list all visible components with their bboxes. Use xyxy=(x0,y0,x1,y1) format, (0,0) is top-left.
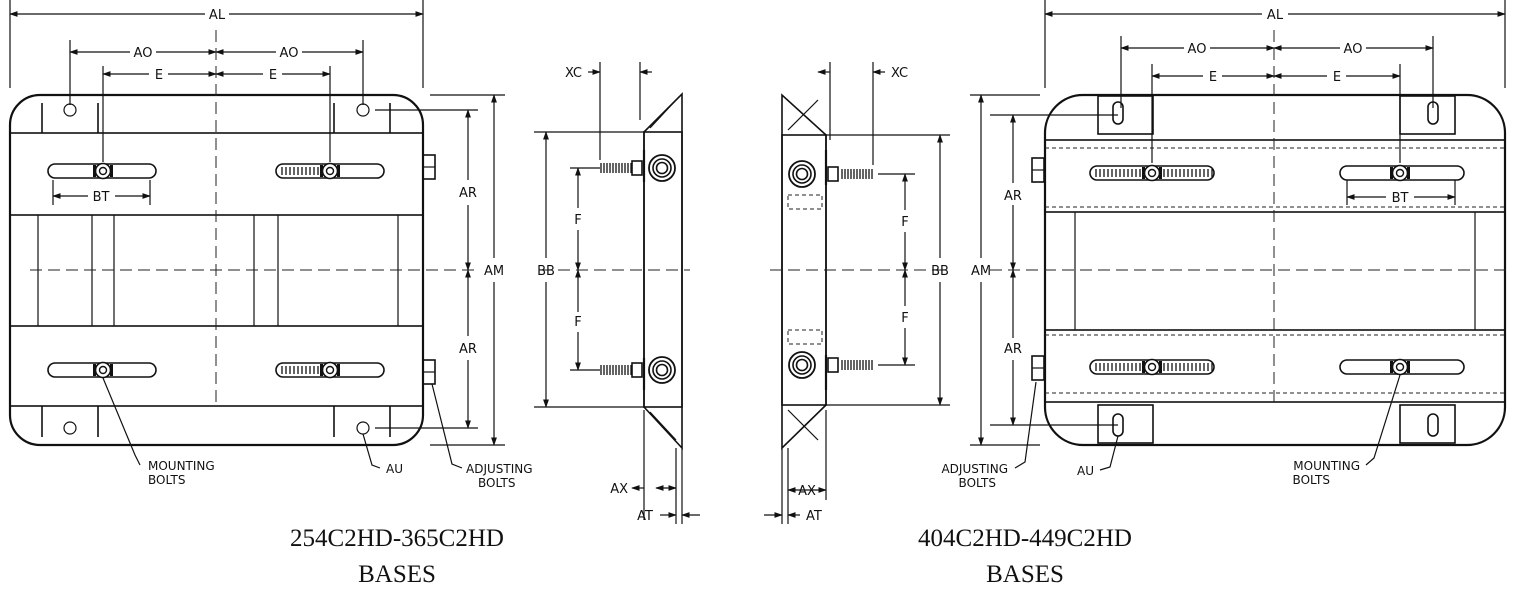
right-plan-dimensions: AL AO AO E E BT AR AR AM xyxy=(941,0,1506,490)
dim-label-al: AL xyxy=(209,8,226,23)
dim-label-ar: AR xyxy=(459,186,477,201)
right-side-bolt-head xyxy=(788,160,816,188)
dim-label-am: AM xyxy=(484,264,504,279)
svg-text:BOLTS: BOLTS xyxy=(1293,473,1330,487)
dim-label-ar: AR xyxy=(1004,189,1022,204)
dim-label-am: AM xyxy=(971,264,991,279)
dim-label-ax: AX xyxy=(610,482,628,497)
note-mounting-bolts: MOUNTING xyxy=(148,459,215,473)
dim-label-ar: AR xyxy=(1004,342,1022,357)
dim-label-f: F xyxy=(901,215,908,230)
dim-label-ao: AO xyxy=(280,46,299,61)
right-side-bolt-head xyxy=(788,351,816,379)
right-mounting-pad xyxy=(1097,404,1154,444)
right-mounting-bolt-nut xyxy=(1141,164,1163,182)
dim-label-ao: AO xyxy=(134,46,153,61)
right-mounting-bolt-nut xyxy=(1141,358,1163,376)
dim-label-e: E xyxy=(269,68,277,83)
dim-label-xc: XC xyxy=(565,66,582,81)
dim-label-ar: AR xyxy=(459,342,477,357)
left-side-view: XC BB F F AX AT xyxy=(534,62,700,524)
note-au: AU xyxy=(1077,464,1094,478)
left-side-rail xyxy=(643,131,683,408)
note-mounting-bolts: MOUNTING xyxy=(1293,459,1360,473)
right-plan-view xyxy=(990,30,1510,447)
dim-label-bt: BT xyxy=(1392,191,1409,206)
right-base-outline xyxy=(1043,93,1507,447)
left-mounting-bolt-nut xyxy=(319,162,341,180)
left-mounting-hole xyxy=(356,421,370,435)
dim-label-ao: AO xyxy=(1188,42,1207,57)
dim-label-e: E xyxy=(1333,70,1341,85)
left-adjusting-stud xyxy=(600,162,632,174)
dim-label-bb: BB xyxy=(931,264,949,279)
dim-label-f: F xyxy=(901,311,908,326)
left-mounting-bolt-nut xyxy=(92,361,114,379)
right-mounting-pad xyxy=(1399,404,1456,444)
right-bottom-rail xyxy=(1044,329,1506,403)
svg-text:BOLTS: BOLTS xyxy=(148,473,185,487)
dim-label-at: AT xyxy=(806,509,822,524)
dim-label-ax: AX xyxy=(798,484,816,499)
dim-label-bb: BB xyxy=(537,264,555,279)
left-mounting-hole xyxy=(356,103,370,117)
right-mounting-bolt-nut xyxy=(1389,164,1411,182)
right-top-rail xyxy=(1044,139,1506,213)
left-plan-view xyxy=(8,30,480,447)
left-mounting-hole xyxy=(63,103,77,117)
left-mounting-bolt-nut xyxy=(92,162,114,180)
left-side-bolt-head xyxy=(648,154,676,182)
left-plan-dimensions: AL AO AO E E BT AR AR AM xyxy=(9,0,533,490)
dim-label-bt: BT xyxy=(93,190,110,205)
dim-label-f: F xyxy=(574,315,581,330)
right-adjusting-stud xyxy=(841,168,873,180)
svg-text:BOLTS: BOLTS xyxy=(959,476,996,490)
right-side-view: XC BB F F AX AT xyxy=(764,62,950,524)
note-au: AU xyxy=(386,462,403,476)
left-mounting-hole xyxy=(63,421,77,435)
dim-label-xc: XC xyxy=(891,66,908,81)
right-caption-model-range: 404C2HD-449C2HD xyxy=(918,525,1132,552)
left-caption-model-range: 254C2HD-365C2HD xyxy=(290,525,504,552)
right-mounting-bolt-nut xyxy=(1389,358,1411,376)
left-caption-bases: BASES xyxy=(358,561,436,588)
left-mounting-bolt-nut xyxy=(319,361,341,379)
left-side-bolt-head xyxy=(648,356,676,384)
dim-label-e: E xyxy=(155,68,163,83)
dim-label-ao: AO xyxy=(1344,42,1363,57)
note-adjusting-bolts: ADJUSTING xyxy=(941,462,1008,476)
dim-label-at: AT xyxy=(637,509,653,524)
svg-text:BOLTS: BOLTS xyxy=(478,476,515,490)
note-adjusting-bolts: ADJUSTING xyxy=(466,462,533,476)
dim-label-e: E xyxy=(1209,70,1217,85)
dim-label-f: F xyxy=(574,213,581,228)
right-caption-bases: BASES xyxy=(986,561,1064,588)
dim-label-al: AL xyxy=(1267,8,1284,23)
